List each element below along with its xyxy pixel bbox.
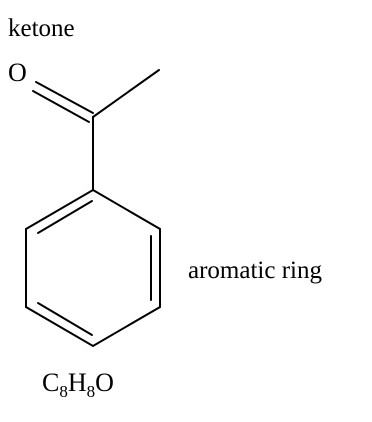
formula-element-c: C bbox=[42, 368, 60, 397]
formula-element-h: H bbox=[67, 368, 87, 397]
ring-double-bond-bottom-left bbox=[37, 302, 93, 336]
benzene-ring bbox=[25, 188, 161, 348]
ketone-label: ketone bbox=[8, 15, 75, 42]
formula-count-c: 8 bbox=[59, 382, 68, 401]
carbonyl-bond-outer bbox=[35, 81, 94, 114]
formula-element-o: O bbox=[95, 368, 114, 397]
ring-double-bond-top-left bbox=[37, 200, 93, 234]
aromatic-ring-label: aromatic ring bbox=[188, 257, 322, 284]
molecular-formula: C8H8O bbox=[42, 368, 114, 401]
oxygen-atom-label: O bbox=[8, 58, 27, 87]
formula-count-h: 8 bbox=[86, 382, 96, 401]
carbonyl-bond-inner bbox=[32, 90, 90, 123]
methyl-bond bbox=[92, 69, 160, 118]
